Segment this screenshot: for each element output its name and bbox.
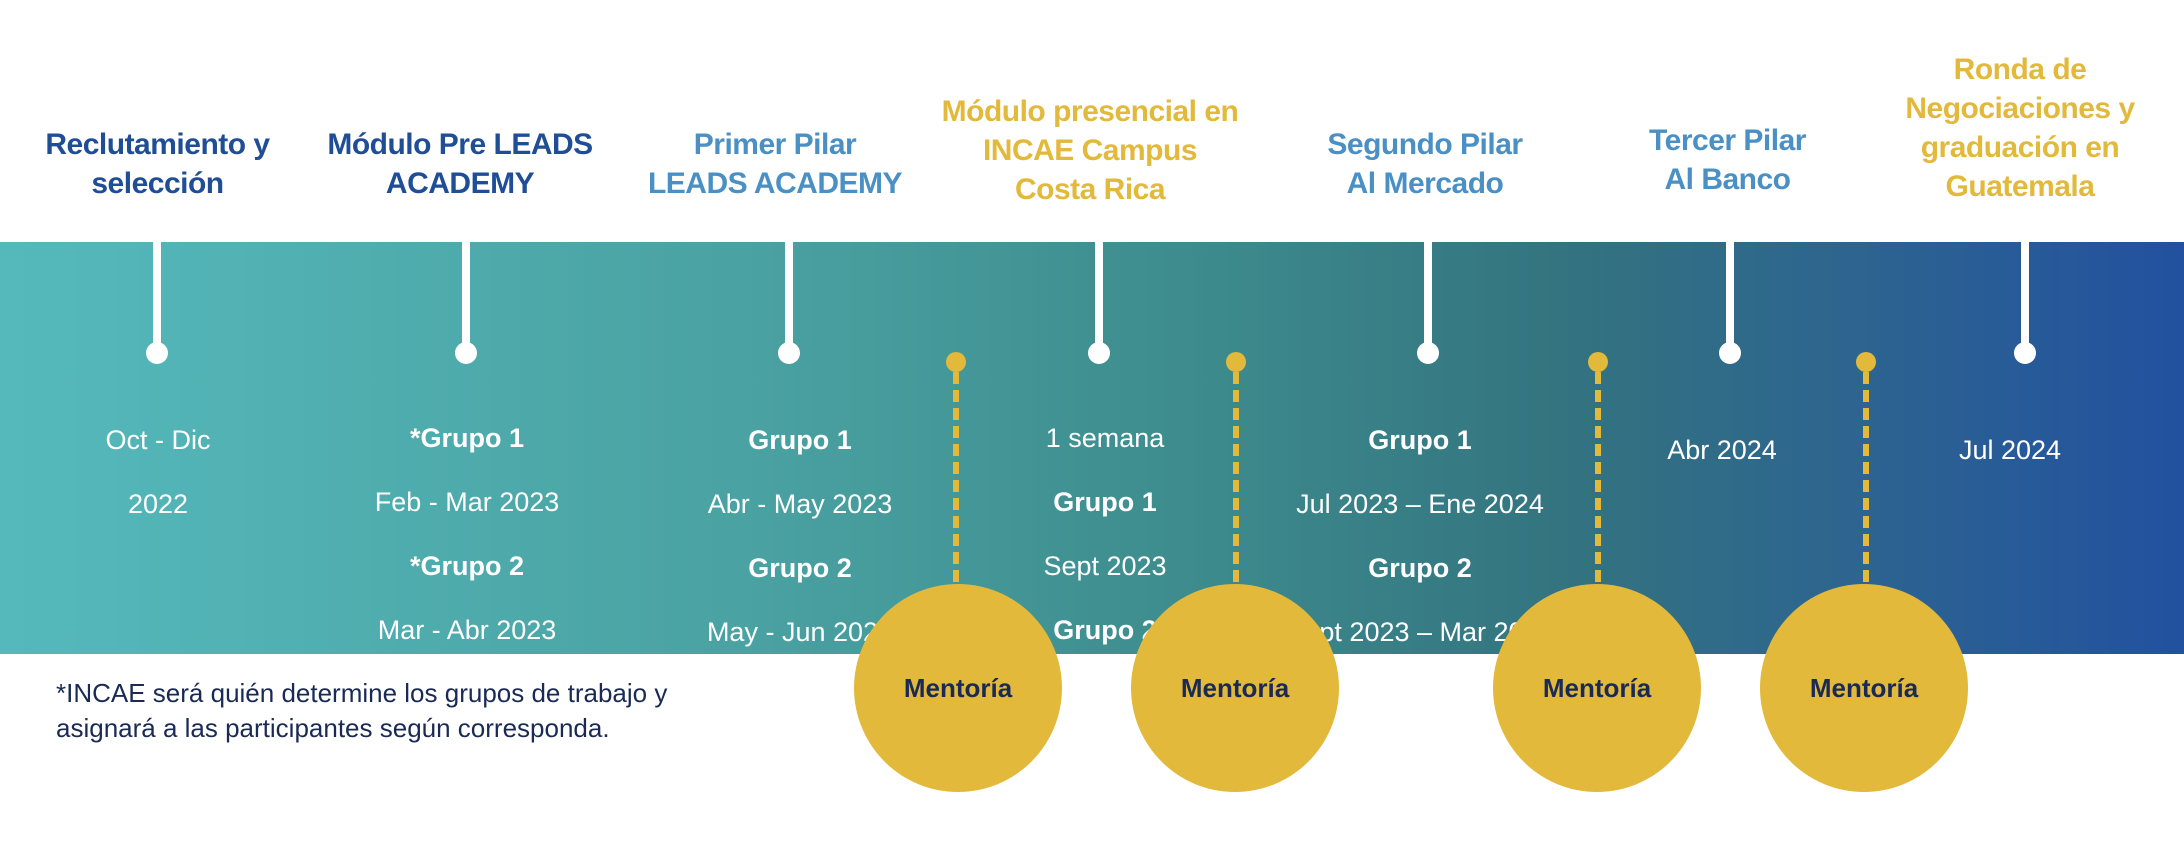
mentoring-connector xyxy=(1863,372,1869,582)
footnote: *INCAE será quién determine los grupos d… xyxy=(56,678,668,743)
stage-dates: Grupo 1 Abr - May 2023 Grupo 2 May - Jun… xyxy=(706,425,894,647)
stage-title-first-pillar: Primer Pilar LEADS ACADEMY xyxy=(647,128,903,200)
mentoring-label: Mentoría xyxy=(903,672,1013,703)
mentoring-label: Mentoría xyxy=(1542,672,1652,703)
stage-marker xyxy=(455,342,477,364)
mentoring-circle: Mentoría xyxy=(1131,584,1339,792)
mentoring-connector xyxy=(1233,372,1239,582)
mentoring-label: Mentoría xyxy=(1809,672,1919,703)
stage-dates: *Grupo 1 Feb - Mar 2023 *Grupo 2 Mar - A… xyxy=(374,423,560,645)
stage-title-pre-leads: Módulo Pre LEADS ACADEMY xyxy=(327,128,593,200)
stage-connector xyxy=(153,242,161,350)
mentoring-connector xyxy=(953,372,959,582)
stage-marker xyxy=(2014,342,2036,364)
stage-dates: Abr 2024 xyxy=(1667,435,1777,465)
stage-title-second-pillar: Segundo Pilar Al Mercado xyxy=(1327,128,1523,200)
stage-title-incae-module: Módulo presencial en INCAE Campus Costa … xyxy=(941,95,1239,206)
stage-marker xyxy=(1719,342,1741,364)
stage-connector xyxy=(1726,242,1734,350)
stage-dates: Oct - Dic 2022 xyxy=(105,425,211,519)
mentoring-connector xyxy=(1595,372,1601,582)
mentoring-marker xyxy=(1226,352,1246,372)
timeline-band xyxy=(0,242,2184,654)
stage-connector xyxy=(2021,242,2029,350)
stage-marker xyxy=(1417,342,1439,364)
stage-connector xyxy=(785,242,793,350)
stage-connector xyxy=(1424,242,1432,350)
stage-dates: Jul 2024 xyxy=(1958,435,2062,465)
mentoring-circle: Mentoría xyxy=(1493,584,1701,792)
stage-marker xyxy=(778,342,800,364)
stage-connector xyxy=(462,242,470,350)
mentoring-marker xyxy=(1588,352,1608,372)
mentoring-marker xyxy=(946,352,966,372)
stage-marker xyxy=(1088,342,1110,364)
mentoring-marker xyxy=(1856,352,1876,372)
stage-marker xyxy=(146,342,168,364)
mentoring-circle: Mentoría xyxy=(854,584,1062,792)
mentoring-circle: Mentoría xyxy=(1760,584,1968,792)
stage-connector xyxy=(1095,242,1103,350)
stage-title-third-pillar: Tercer Pilar Al Banco xyxy=(1649,124,1806,196)
mentoring-label: Mentoría xyxy=(1180,672,1290,703)
stage-title-recruitment: Reclutamiento y selección xyxy=(45,128,270,200)
stage-title-graduation: Ronda de Negociaciones y graduación en G… xyxy=(1905,53,2135,203)
